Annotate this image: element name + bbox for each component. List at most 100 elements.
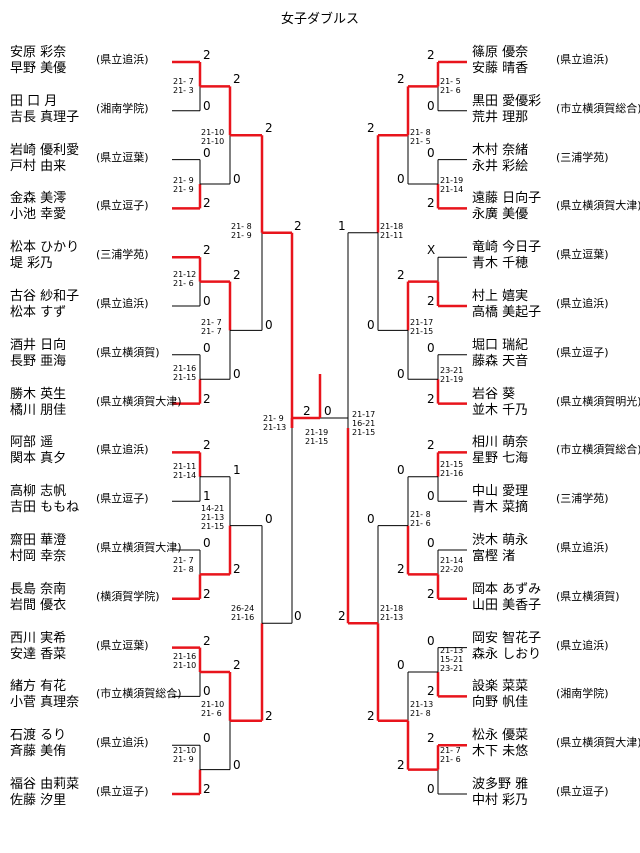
school-name: (市立横須賀総合) [556, 443, 640, 457]
result-count: 0 [294, 609, 302, 624]
result-count: 2 [303, 404, 311, 418]
page-title: 女子ダブルス [280, 12, 359, 27]
result-count: 2 [427, 438, 435, 453]
player-name: 岡安 智花子 [472, 630, 542, 646]
result-count: 2 [265, 708, 273, 723]
school-name: (県立逗子) [556, 785, 609, 798]
school-name: (湘南学院) [96, 101, 149, 115]
player-name: 早野 美優 [10, 61, 67, 76]
player-name: 遠藤 日向子 [472, 191, 542, 207]
school-name: (県立逗葉) [96, 638, 149, 652]
player-name: 山田 美香子 [472, 597, 542, 613]
match-score: 21- 7 21- 7 [201, 318, 222, 336]
result-count: 2 [203, 243, 211, 258]
player-name: 岩間 優衣 [10, 597, 67, 613]
match-score: 21- 9 21-13 [263, 414, 287, 432]
result-count: 2 [338, 609, 346, 624]
match-score: 14-21 21-13 21-15 [201, 504, 225, 531]
school-name: (県立追浜) [96, 443, 149, 457]
school-name: (県立追浜) [96, 53, 149, 66]
match-score: 21-10 21-10 [201, 128, 225, 146]
match-score: 21- 8 21- 5 [410, 128, 431, 146]
player-name: 堀口 瑞紀 [472, 337, 529, 353]
player-name: 堤 彩乃 [10, 256, 54, 272]
result-count: 2 [294, 218, 302, 233]
result-count: 0 [427, 489, 435, 504]
result-count: 0 [203, 98, 211, 113]
school-name: (市立横須賀総合) [96, 687, 182, 701]
player-name: 青木 菜摘 [472, 500, 529, 516]
school-name: (県立横須賀明光) [556, 394, 640, 408]
result-count: 0 [427, 536, 435, 550]
player-name: 安藤 晴香 [472, 61, 529, 76]
school-name: (県立逗子) [96, 785, 149, 798]
player-name: 古谷 紗和子 [10, 289, 80, 304]
result-count: 1 [338, 218, 346, 233]
result-count: 0 [427, 782, 435, 796]
player-name: 酒井 日向 [10, 337, 67, 353]
school-name: (横須賀学院) [96, 589, 160, 603]
player-name: 勝木 英生 [10, 386, 67, 402]
result-count: 0 [427, 98, 435, 113]
school-name: (県立逗子) [96, 199, 149, 213]
match-score: 21-11 21-14 [173, 462, 197, 480]
player-name: 村上 嬉実 [472, 289, 529, 304]
result-count: 2 [427, 391, 435, 406]
result-count: 2 [203, 782, 211, 796]
result-count: 2 [233, 267, 241, 282]
result-count: 2 [397, 562, 405, 577]
match-score: 21-18 21-11 [380, 222, 404, 240]
school-name: (県立横須賀大津) [96, 541, 182, 554]
player-name: 斉藤 美侑 [10, 744, 67, 760]
result-count: 2 [427, 684, 435, 699]
player-name: 富樫 渚 [472, 549, 516, 564]
school-name: (県立追浜) [556, 297, 609, 310]
result-count: 2 [203, 48, 211, 62]
result-count: 0 [203, 684, 211, 699]
player-name: 吉田 ももね [10, 500, 80, 516]
player-name: 福谷 由莉菜 [10, 777, 80, 792]
match-score: 21-16 21-15 [173, 364, 197, 382]
school-name: (三浦学苑) [556, 492, 609, 506]
result-count: 2 [203, 196, 211, 211]
player-name: 阿部 遥 [10, 435, 54, 451]
player-name: 松永 優菜 [472, 728, 529, 744]
result-count: 0 [265, 318, 273, 333]
result-count: 2 [203, 633, 211, 648]
player-name: 波多野 雅 [472, 777, 529, 792]
school-name: (県立逗葉) [96, 150, 149, 164]
player-name: 木下 未悠 [472, 744, 529, 760]
player-name: 高柳 志帆 [10, 484, 67, 500]
player-name: 向野 帆佳 [472, 695, 529, 711]
match-score: 21-13 21- 8 [410, 700, 434, 718]
result-count: 0 [397, 658, 405, 672]
school-name: (県立追浜) [96, 297, 149, 310]
player-name: 設楽 菜菜 [472, 679, 529, 695]
player-name: 並木 千乃 [472, 402, 529, 418]
result-count: 0 [233, 172, 241, 186]
match-score: 21- 5 21- 6 [440, 77, 461, 95]
school-name: (県立横須賀大津) [556, 736, 640, 750]
player-name: 戸村 由来 [10, 158, 67, 174]
player-name: 岡本 あずみ [472, 581, 542, 597]
result-count: 2 [367, 708, 375, 723]
result-count: 2 [427, 586, 435, 601]
result-count: 2 [427, 48, 435, 62]
school-name: (市立横須賀総合) [556, 101, 640, 115]
result-count: 2 [397, 72, 405, 87]
result-count: 0 [203, 294, 211, 308]
player-name: 長島 奈南 [10, 581, 67, 597]
result-count: 0 [203, 145, 211, 160]
result-count: 2 [397, 267, 405, 282]
player-name: 篠原 優奈 [472, 45, 529, 60]
school-name: (県立横須賀大津) [96, 394, 182, 408]
result-count: 2 [233, 658, 241, 672]
result-count: 0 [265, 511, 273, 526]
player-name: 吉長 真理子 [10, 109, 80, 125]
school-name: (三浦学苑) [96, 248, 149, 262]
match-score: 21-10 21- 9 [173, 746, 197, 764]
player-name: 長野 亜海 [10, 353, 67, 369]
player-name: 安原 彩奈 [10, 45, 67, 60]
school-name: (県立追浜) [556, 541, 609, 554]
school-name: (県立横須賀大津) [556, 199, 640, 213]
